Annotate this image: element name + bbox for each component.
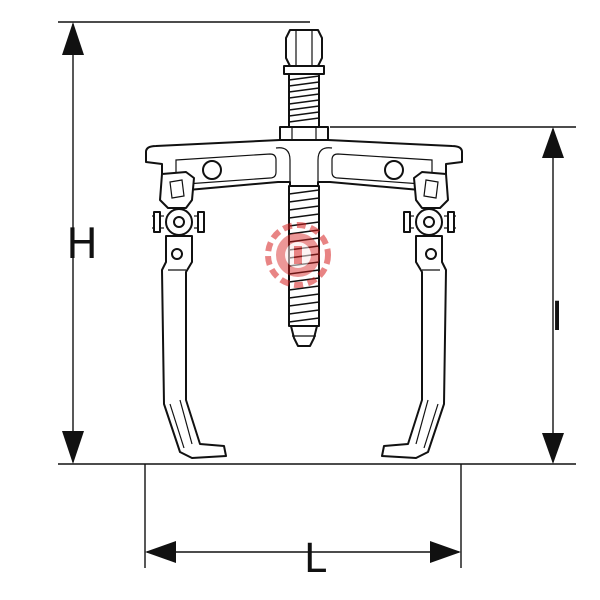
- l-left-arrow: [145, 541, 176, 563]
- h-top-arrow: [62, 22, 84, 55]
- dimension-h: H: [58, 21, 310, 464]
- crossbar: [145, 139, 463, 191]
- watermark-logo: [265, 222, 331, 288]
- i-top-arrow: [542, 127, 564, 158]
- right-slot-pin: [384, 160, 404, 180]
- left-jaw-bracket: [159, 171, 195, 209]
- left-jaw-arm: [161, 235, 227, 459]
- right-jaw-arm: [381, 235, 447, 459]
- dimension-l: L: [144, 464, 462, 582]
- i-label: I: [551, 294, 563, 340]
- h-bottom-arrow: [62, 431, 84, 464]
- dimension-i: I: [330, 126, 576, 464]
- h-label: H: [66, 219, 98, 268]
- l-label: L: [304, 536, 327, 582]
- right-jaw: [381, 171, 456, 459]
- i-bottom-arrow: [542, 433, 564, 464]
- head-collar: [283, 65, 325, 75]
- right-jaw-bracket: [413, 171, 449, 209]
- l-right-arrow: [430, 541, 461, 563]
- left-jaw: [152, 171, 227, 459]
- left-slot-pin: [202, 160, 222, 180]
- hex-head: [285, 29, 323, 67]
- spindle: [279, 29, 329, 347]
